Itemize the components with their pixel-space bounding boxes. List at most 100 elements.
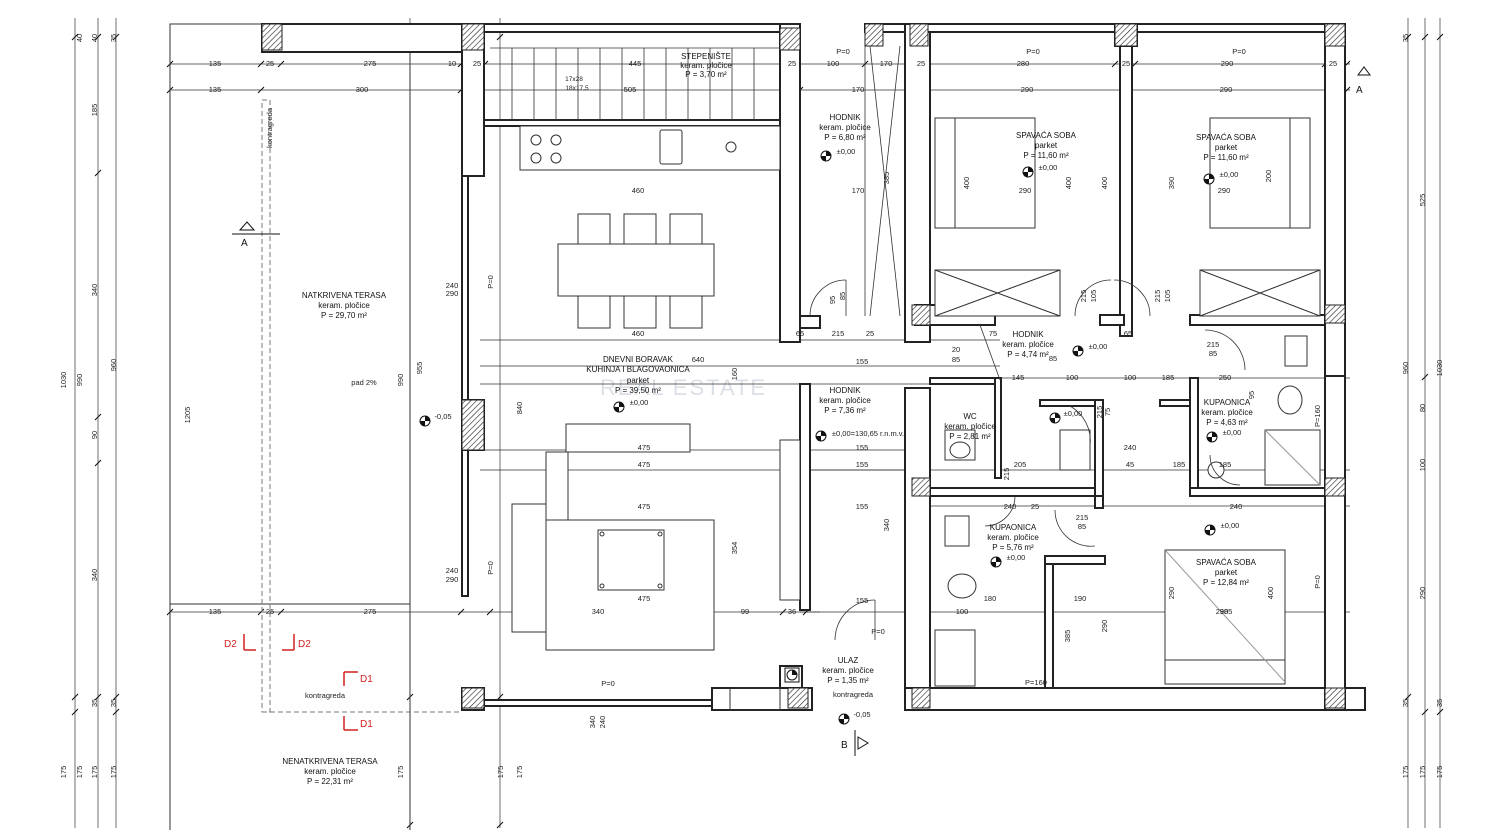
svg-text:390: 390 <box>1167 177 1176 190</box>
svg-text:240: 240 <box>446 281 459 290</box>
svg-text:215: 215 <box>1076 513 1089 522</box>
room-labels: NATKRIVENA TERASA keram. pločice P = 29,… <box>282 52 1256 786</box>
svg-text:P = 39,50 m²: P = 39,50 m² <box>615 386 661 395</box>
svg-text:P = 3,70 m²: P = 3,70 m² <box>685 70 727 79</box>
svg-text:25: 25 <box>866 329 874 338</box>
svg-text:475: 475 <box>638 502 651 511</box>
svg-text:KUPAONICA: KUPAONICA <box>1204 398 1251 407</box>
svg-text:STEPENIŠTE: STEPENIŠTE <box>681 52 731 61</box>
svg-text:35: 35 <box>1435 699 1444 707</box>
detail-mark-d2-left: D2 <box>224 634 256 651</box>
svg-text:HODNIK: HODNIK <box>1012 330 1044 339</box>
svg-text:955: 955 <box>415 362 424 375</box>
svg-text:135: 135 <box>209 59 222 68</box>
svg-text:20: 20 <box>952 345 960 354</box>
svg-text:±0,00: ±0,00 <box>1089 342 1108 351</box>
svg-text:175: 175 <box>90 766 99 779</box>
svg-text:445: 445 <box>629 59 642 68</box>
stair-spec: 17x28 <box>565 76 583 83</box>
svg-text:keram. pločice: keram. pločice <box>1201 408 1253 417</box>
svg-text:25: 25 <box>788 59 796 68</box>
level-marker: ±0,00 <box>1022 163 1057 178</box>
svg-text:385: 385 <box>1220 607 1233 616</box>
svg-text:75: 75 <box>989 329 997 338</box>
detail-mark-d2-right: D2 <box>282 634 311 651</box>
svg-text:155: 155 <box>856 502 869 511</box>
annotations: kontragreda kontragreda kontragreda pad … <box>265 47 1322 700</box>
svg-text:100: 100 <box>956 607 969 616</box>
level-marker: -0,05 <box>419 412 452 427</box>
svg-text:170: 170 <box>880 59 893 68</box>
svg-text:25: 25 <box>917 59 925 68</box>
svg-text:A: A <box>1356 85 1363 96</box>
room-label-wc: WC keram. pločice P = 2,81 m² <box>944 412 996 441</box>
svg-text:40: 40 <box>90 34 99 42</box>
svg-text:keram. pločice: keram. pločice <box>680 61 732 70</box>
dining-set <box>557 213 715 329</box>
svg-text:175: 175 <box>1401 766 1410 779</box>
svg-text:180: 180 <box>984 594 997 603</box>
kitchen <box>519 125 781 171</box>
columns <box>261 23 1346 709</box>
svg-text:175: 175 <box>59 766 68 779</box>
level-marker: ±0,00 <box>1049 409 1082 424</box>
svg-text:170: 170 <box>852 186 865 195</box>
svg-text:185: 185 <box>1219 460 1232 469</box>
level-marker: ±0,00 <box>613 398 648 413</box>
room-label-dnevni-boravak: DNEVNI BORAVAK KUHINJA I BLAGOVAONICA pa… <box>586 355 690 395</box>
svg-text:175: 175 <box>515 766 524 779</box>
svg-text:290: 290 <box>1216 607 1229 616</box>
reference-level: ±0,00=130,65 r.n.m.v. <box>832 429 904 438</box>
svg-text:25: 25 <box>473 59 481 68</box>
svg-text:±0,00: ±0,00 <box>837 147 856 156</box>
svg-text:475: 475 <box>638 443 651 452</box>
svg-text:35: 35 <box>1401 34 1410 42</box>
svg-text:35: 35 <box>90 699 99 707</box>
svg-text:D1: D1 <box>360 674 373 685</box>
svg-text:175: 175 <box>75 766 84 779</box>
svg-text:25: 25 <box>1031 502 1039 511</box>
stairs <box>490 47 780 121</box>
p0-label: P=0 <box>1313 575 1322 589</box>
level-marker: ±0,00 <box>1072 342 1108 357</box>
svg-text:P = 11,60 m²: P = 11,60 m² <box>1023 151 1069 160</box>
svg-text:170: 170 <box>852 85 865 94</box>
doors <box>809 45 1246 641</box>
svg-text:keram. pločice: keram. pločice <box>944 422 996 431</box>
svg-text:A: A <box>241 238 248 249</box>
svg-text:1205: 1205 <box>183 407 192 424</box>
svg-text:HODNIK: HODNIK <box>829 386 861 395</box>
svg-text:155: 155 <box>856 460 869 469</box>
svg-text:240: 240 <box>1230 502 1243 511</box>
svg-text:275: 275 <box>364 607 377 616</box>
kontragreda-label: kontragreda <box>305 691 346 700</box>
svg-text:990: 990 <box>396 374 405 387</box>
svg-text:keram. pločice: keram. pločice <box>819 396 871 405</box>
svg-text:505: 505 <box>624 85 637 94</box>
svg-text:200: 200 <box>1264 170 1273 183</box>
svg-text:P = 7,36 m²: P = 7,36 m² <box>824 406 866 415</box>
dimension-texts: 135 25 275 10 25 445 25 100 170 25 280 2… <box>59 34 1444 778</box>
svg-text:475: 475 <box>638 594 651 603</box>
svg-text:10: 10 <box>448 59 456 68</box>
svg-text:HODNIK: HODNIK <box>829 113 861 122</box>
svg-text:1030: 1030 <box>59 372 68 389</box>
room-label-natkrivena-terasa: NATKRIVENA TERASA keram. pločice P = 29,… <box>302 291 387 320</box>
room-label-spavaca-soba-2: SPAVAĆA SOBA parket P = 11,60 m² <box>1196 133 1257 162</box>
kontragreda-label: kontragreda <box>833 690 874 699</box>
svg-text:45: 45 <box>1126 460 1134 469</box>
svg-text:1030: 1030 <box>1435 360 1444 377</box>
svg-text:85: 85 <box>952 355 960 364</box>
svg-text:960: 960 <box>1401 362 1410 375</box>
svg-text:keram. pločice: keram. pločice <box>304 767 356 776</box>
level-markers: ±0,00 ±0,00 ±0,00 ±0,00 ±0,00 ±0,00 ±0,0… <box>419 147 1241 725</box>
svg-text:155: 155 <box>856 596 869 605</box>
svg-text:parket: parket <box>1215 568 1238 577</box>
svg-text:keram. pločice: keram. pločice <box>822 666 874 675</box>
svg-text:385: 385 <box>1063 630 1072 643</box>
svg-text:290: 290 <box>446 575 459 584</box>
svg-text:240: 240 <box>1124 443 1137 452</box>
level-marker <box>784 667 800 683</box>
room-label-kupaonica-1: KUPAONICA keram. pločice P = 4,63 m² <box>1201 398 1253 427</box>
svg-text:100: 100 <box>827 59 840 68</box>
